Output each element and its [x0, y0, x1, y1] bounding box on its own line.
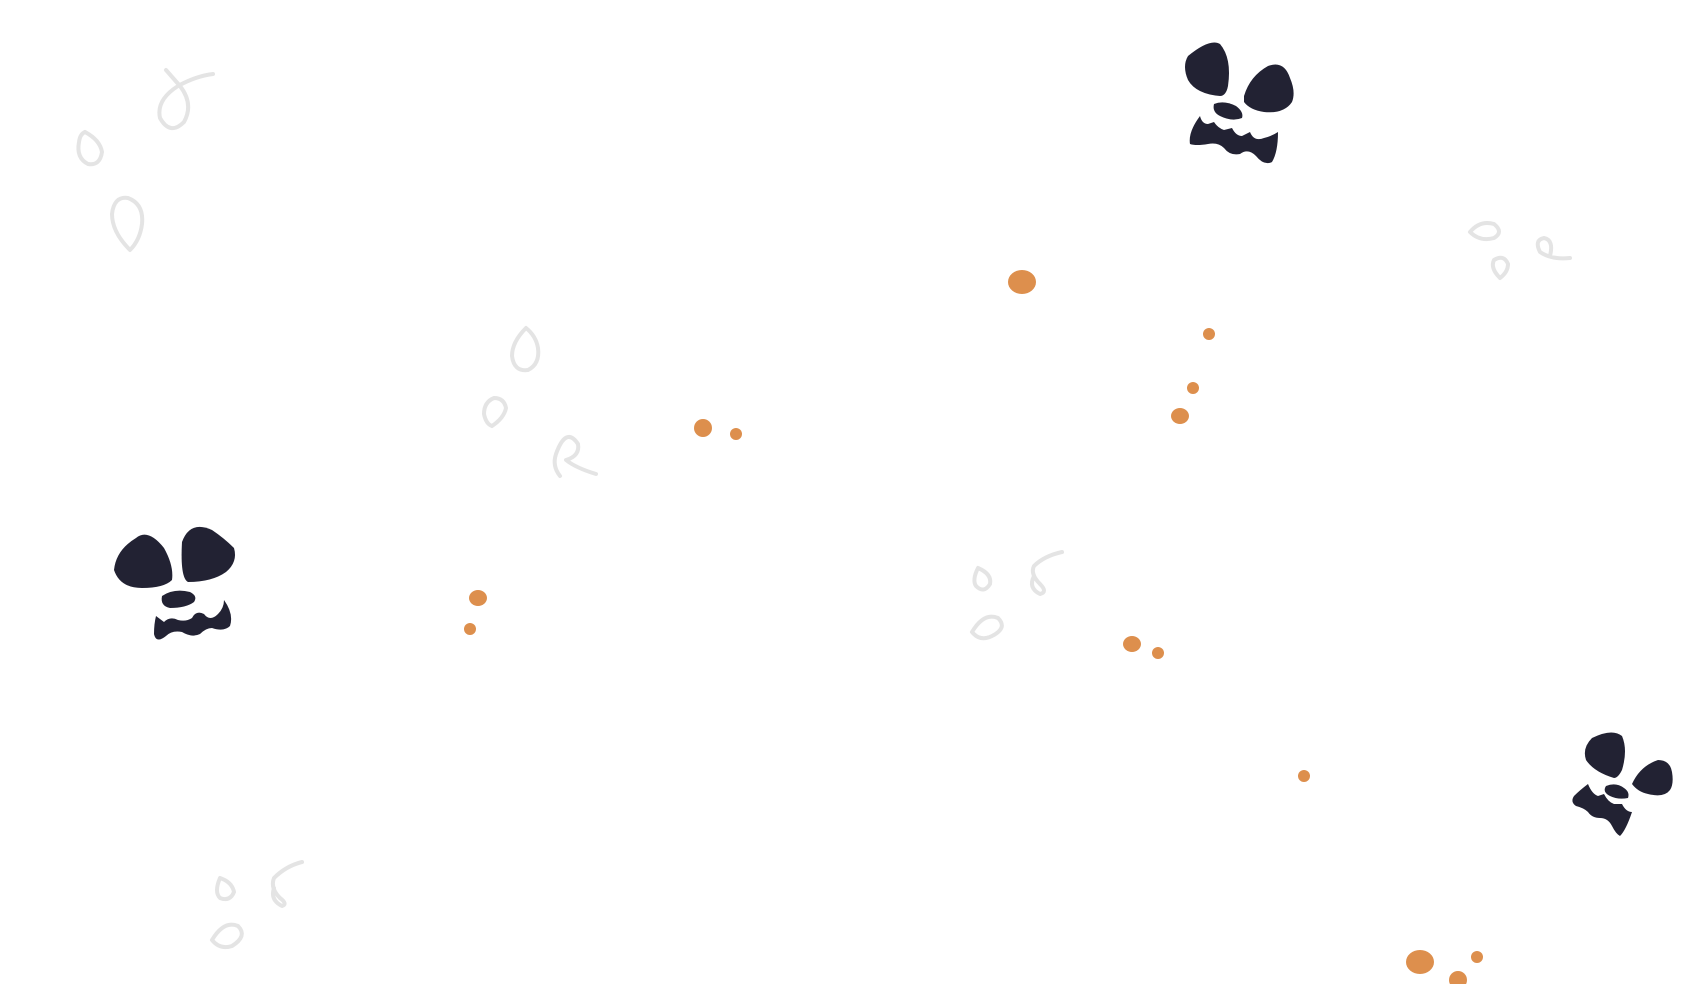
orange-dot-cluster-center — [1123, 636, 1164, 659]
jack-o-lantern-face-icon — [1185, 42, 1294, 164]
sketch-doodle-center — [970, 550, 1064, 641]
jack-o-lantern-face-icon — [114, 526, 235, 640]
sketch-doodle-top-left — [76, 68, 215, 252]
sketch-doodle-right — [1468, 221, 1572, 280]
orange-dot-cluster-bottom-right — [1406, 950, 1483, 984]
sketch-doodle-bottom-left — [210, 860, 304, 950]
sketch-doodle-center-left — [482, 326, 598, 478]
orange-dot-right — [1298, 770, 1310, 782]
orange-dot-cluster-center-left — [694, 419, 742, 440]
orange-dot-cluster-top — [1008, 270, 1215, 424]
orange-dot-cluster-left — [464, 590, 487, 635]
jack-o-lantern-face-icon — [1572, 732, 1673, 836]
